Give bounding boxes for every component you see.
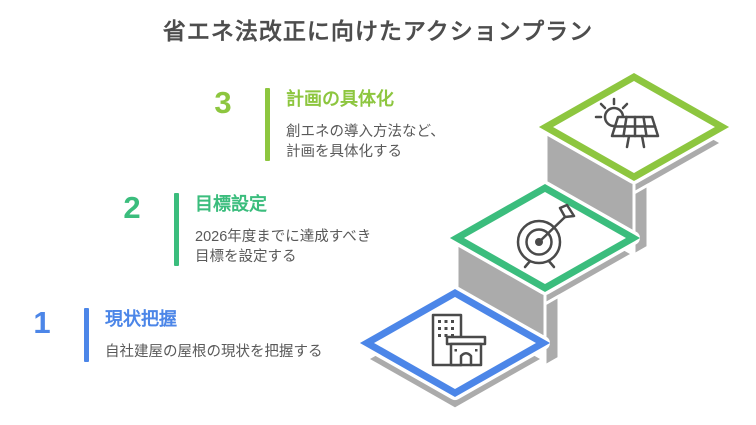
step-2-text-block: 2 目標設定 2026年度までに達成すべき 目標を設定する	[112, 190, 371, 267]
building-icon	[431, 313, 487, 367]
step-3-number: 3	[214, 85, 232, 120]
step-3-description: 創エネの導入方法など、 計画を具体化する	[286, 122, 445, 162]
step-2-number: 2	[123, 190, 141, 225]
step-3-text-block: 3 計画の具体化 創エネの導入方法など、 計画を具体化する	[203, 85, 445, 162]
step-2-title: 目標設定	[195, 194, 267, 214]
step-2-desc-line-1: 2026年度までに達成すべき	[195, 229, 372, 245]
dart-shaft	[537, 215, 567, 244]
step-1-title: 現状把握	[105, 309, 177, 329]
step-1-number: 1	[33, 305, 51, 340]
dart-feather	[558, 203, 576, 219]
step-3-right-riser	[632, 183, 650, 257]
step-1-description: 自社建屋の屋根の現状を把握する	[105, 342, 323, 362]
step-2-description: 2026年度までに達成すべき 目標を設定する	[195, 227, 371, 267]
building-windows	[438, 320, 454, 337]
building-annex-dots	[454, 349, 478, 352]
step-1-text-block: 1 現状把握 自社建屋の屋根の現状を把握する	[22, 305, 323, 362]
step-2-accent-bar	[174, 193, 179, 266]
step-1-desc-line-1: 自社建屋の屋根の現状を把握する	[105, 344, 323, 360]
target-icon	[516, 203, 576, 269]
step-1-accent-bar	[84, 308, 89, 362]
step-3-desc-line-1: 創エネの導入方法など、	[286, 124, 445, 140]
solar-panel-icon	[594, 97, 660, 149]
step-3-accent-bar	[265, 88, 270, 161]
step-2-desc-line-2: 目標を設定する	[195, 249, 297, 265]
step-3-desc-line-2: 計画を具体化する	[286, 144, 402, 160]
building-door	[459, 352, 473, 367]
step-2-right-riser	[543, 294, 561, 368]
step-3-title: 計画の具体化	[286, 89, 394, 109]
page-title: 省エネ法改正に向けたアクションプラン	[162, 18, 594, 44]
